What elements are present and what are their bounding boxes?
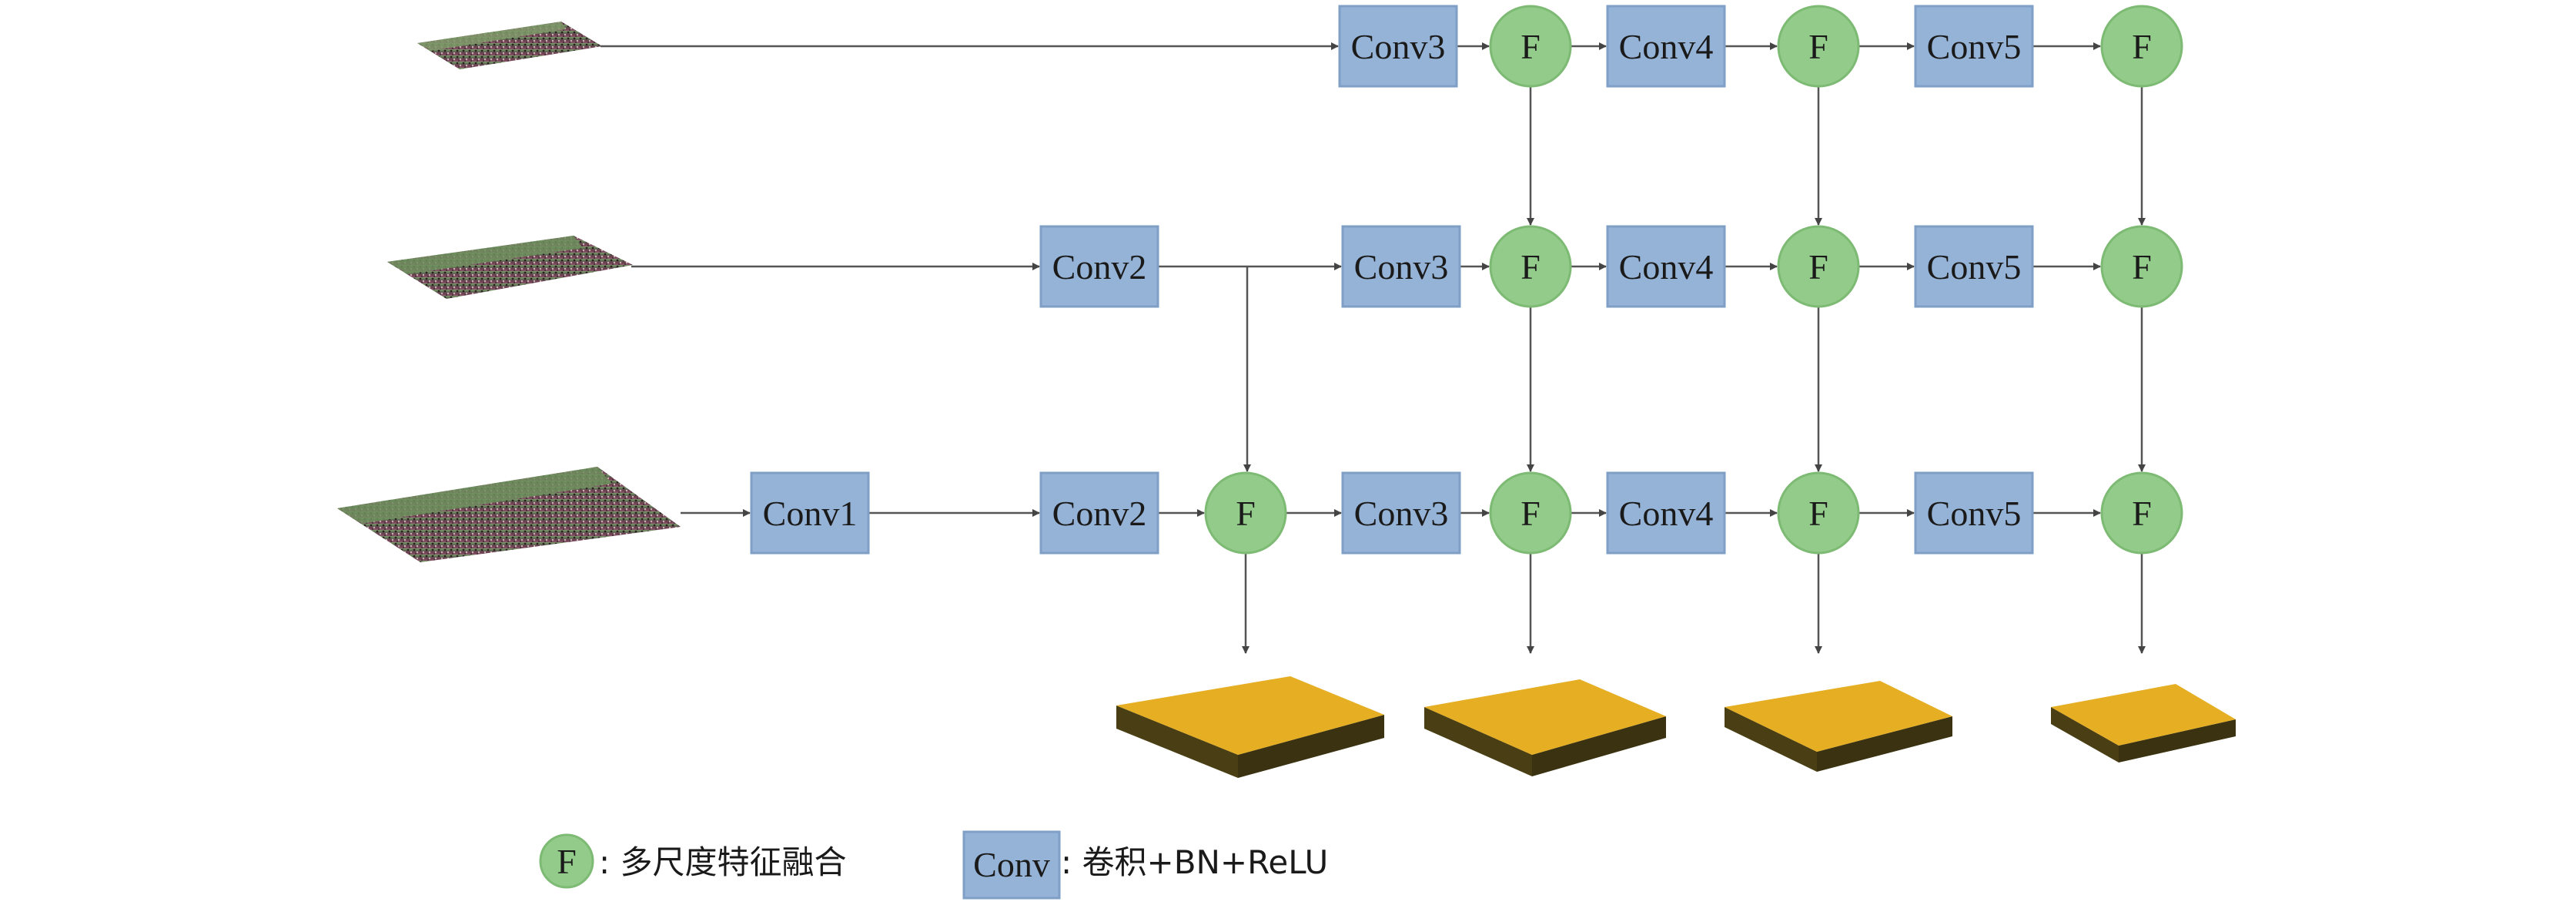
input-image-large — [337, 467, 681, 562]
conv5-label: Conv5 — [1927, 247, 2022, 287]
fusion-label: F — [2132, 494, 2152, 533]
fusion-node-r2-c3: F — [1489, 225, 1572, 308]
conv3-block-row2: Conv3 — [1341, 225, 1461, 308]
conv2-label: Conv2 — [1052, 494, 1147, 533]
fusion-node-r3-c3: F — [1489, 471, 1572, 555]
conv3-label: Conv3 — [1354, 494, 1449, 533]
conv4-label: Conv4 — [1619, 27, 1714, 66]
conv1-block-row3: Conv1 — [750, 471, 870, 555]
conv3-block-row1: Conv3 — [1338, 5, 1458, 88]
conv4-label: Conv4 — [1619, 494, 1714, 533]
conv5-label: Conv5 — [1927, 494, 2022, 533]
conv5-block-row1: Conv5 — [1914, 5, 2034, 88]
fusion-label: F — [1521, 494, 1541, 533]
conv4-block-row3: Conv4 — [1606, 471, 1726, 555]
conv2-label: Conv2 — [1052, 247, 1147, 287]
legend-conv: Conv : 卷积+BN+ReLU — [962, 830, 1328, 900]
legend-fusion-text: : 多尺度特征融合 — [599, 843, 847, 881]
fusion-label: F — [2132, 27, 2152, 66]
legend-fusion-symbol: F — [557, 842, 577, 881]
fusion-node-r2-c4: F — [1777, 225, 1860, 308]
fusion-label: F — [1808, 494, 1828, 533]
connection-arrows — [601, 42, 2146, 654]
conv5-label: Conv5 — [1927, 27, 2022, 66]
fusion-label: F — [2132, 247, 2152, 287]
fusion-node-r3-c2: F — [1204, 471, 1287, 555]
fusion-node-r1-c5: F — [2100, 5, 2183, 88]
fusion-node-r3-c5: F — [2100, 471, 2183, 555]
legend-fusion: F : 多尺度特征融合 — [539, 833, 847, 889]
conv5-block-row2: Conv5 — [1914, 225, 2034, 308]
conv4-label: Conv4 — [1619, 247, 1714, 287]
output-feature-map-2 — [1424, 679, 1666, 776]
conv2-block-row3: Conv2 — [1039, 471, 1159, 555]
fusion-node-r3-c4: F — [1777, 471, 1860, 555]
output-feature-map-1 — [1116, 676, 1384, 778]
legend-conv-text: : 卷积+BN+ReLU — [1061, 843, 1328, 881]
legend: F : 多尺度特征融合 Conv : 卷积+BN+ReLU — [539, 830, 1328, 900]
legend-conv-symbol: Conv — [973, 845, 1050, 884]
conv2-block-row2: Conv2 — [1039, 225, 1159, 308]
fusion-label: F — [1808, 247, 1828, 287]
fusion-label: F — [1521, 27, 1541, 66]
output-feature-map-3 — [1725, 681, 1952, 772]
fusion-label: F — [1236, 494, 1256, 533]
output-feature-map-4 — [2051, 684, 2236, 763]
conv3-block-row3: Conv3 — [1341, 471, 1461, 555]
conv1-label: Conv1 — [763, 494, 858, 533]
conv4-block-row2: Conv4 — [1606, 225, 1726, 308]
input-image-small — [417, 22, 602, 69]
fusion-node-r1-c4: F — [1777, 5, 1860, 88]
fusion-node-r1-c3: F — [1489, 5, 1572, 88]
fusion-node-r2-c5: F — [2100, 225, 2183, 308]
conv5-block-row3: Conv5 — [1914, 471, 2034, 555]
conv4-block-row1: Conv4 — [1606, 5, 1726, 88]
fusion-label: F — [1808, 27, 1828, 66]
conv3-label: Conv3 — [1351, 27, 1446, 66]
input-image-medium — [387, 236, 633, 299]
conv3-label: Conv3 — [1354, 247, 1449, 287]
fusion-label: F — [1521, 247, 1541, 287]
